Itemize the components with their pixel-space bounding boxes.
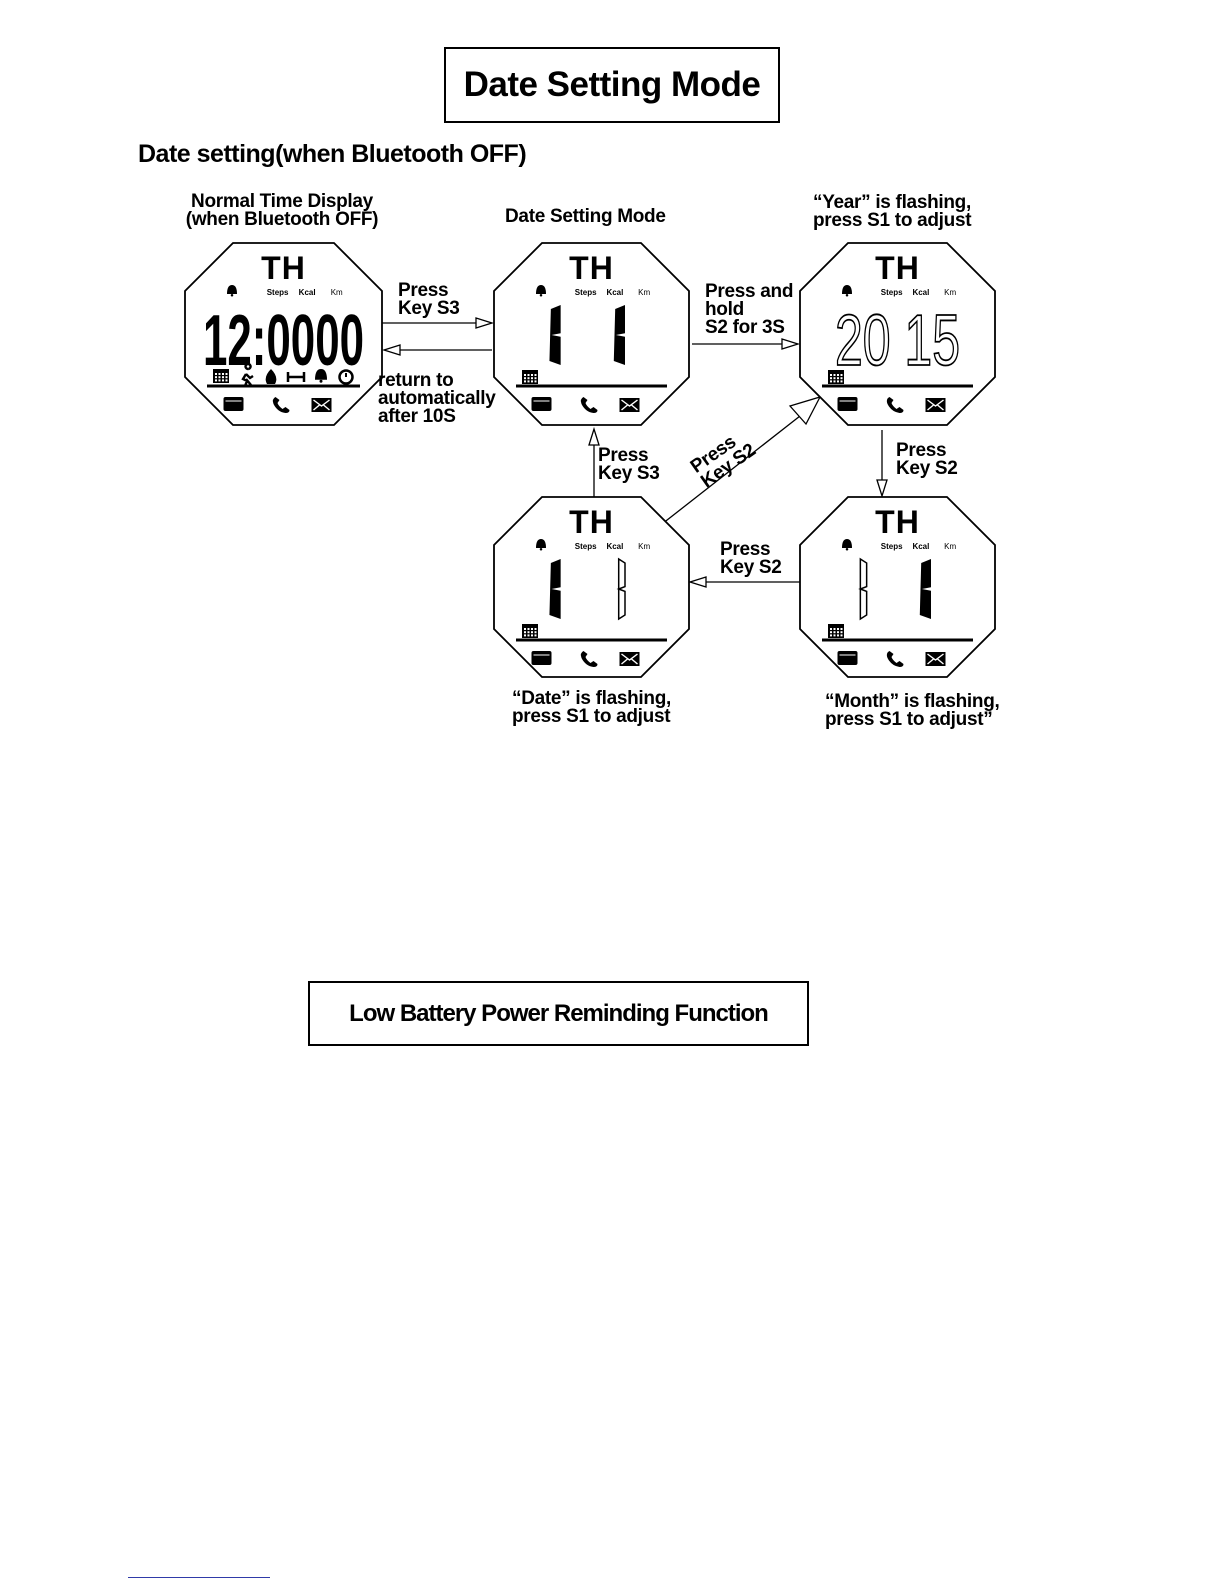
section-heading: Date setting(when Bluetooth OFF) <box>138 140 527 168</box>
low-battery-title-box: Low Battery Power Reminding Function <box>308 981 809 1046</box>
watch-brand: TH <box>875 250 920 286</box>
envelope-icon <box>311 398 332 412</box>
watch-brand: TH <box>569 504 614 540</box>
low-battery-title: Low Battery Power Reminding Function <box>349 999 769 1027</box>
km-label: Km <box>944 288 956 297</box>
steps-label: Steps <box>267 288 289 297</box>
arrowhead <box>788 395 822 426</box>
watch-digits: 1 1 <box>858 557 931 621</box>
envelope-icon <box>619 398 640 412</box>
bell-icon <box>842 285 852 297</box>
phone-icon <box>272 397 290 413</box>
steps-label: Steps <box>881 288 903 297</box>
km-label: Km <box>638 542 650 551</box>
run-icon <box>241 362 254 387</box>
arrowhead <box>588 426 600 446</box>
kcal-label: Kcal <box>606 288 623 297</box>
caption-month: “Month” is flashing,press S1 to adjust” <box>825 691 1000 730</box>
km-label: Km <box>331 288 343 297</box>
battery-icon <box>223 397 244 411</box>
envelope-icon <box>925 398 946 412</box>
bell-icon <box>227 285 237 297</box>
envelope-icon <box>925 652 946 666</box>
watch-date: TH Steps Kcal Km 1 1 <box>493 496 690 678</box>
battery-icon <box>837 651 858 665</box>
kcal-label: Kcal <box>606 542 623 551</box>
watch-normal: TH Steps Kcal Km 12:0000 <box>184 242 383 426</box>
bell-icon <box>315 369 327 383</box>
watch-digits: 12:0000 <box>203 301 364 381</box>
envelope-icon <box>619 652 640 666</box>
phone-icon <box>580 397 598 413</box>
footer-rule <box>128 1577 270 1578</box>
page-title-box: Date Setting Mode <box>444 47 780 123</box>
page-title: Date Setting Mode <box>463 65 761 104</box>
caption-normal: Normal Time Display(when Bluetooth OFF) <box>185 191 379 230</box>
watch-year: TH Steps Kcal Km 20 15 <box>799 242 996 426</box>
bell-icon <box>536 539 546 551</box>
calendar-icon <box>522 624 538 638</box>
watch-brand: TH <box>875 504 920 540</box>
calendar-icon <box>213 369 229 383</box>
bell-icon <box>315 369 327 383</box>
caption-setting: Date Setting Mode <box>505 206 666 227</box>
arrowhead <box>781 338 801 350</box>
km-label: Km <box>944 542 956 551</box>
calendar-icon <box>522 370 538 384</box>
battery-icon <box>531 651 552 665</box>
phone-icon <box>886 397 904 413</box>
timer-icon <box>338 369 354 385</box>
watch-month: TH Steps Kcal Km 1 1 <box>799 496 996 678</box>
kcal-label: Kcal <box>912 542 929 551</box>
flame-icon <box>265 369 277 384</box>
battery-icon <box>531 397 552 411</box>
watch-brand: TH <box>261 250 306 286</box>
svg-text:20 15: 20 15 <box>835 301 960 381</box>
calendar-icon <box>828 370 844 384</box>
km-label: Km <box>638 288 650 297</box>
svg-text:12:0000: 12:0000 <box>203 301 364 381</box>
watch-digits: 20 15 <box>834 300 961 382</box>
calendar-icon <box>828 624 844 638</box>
kcal-label: Kcal <box>912 288 929 297</box>
phone-icon <box>580 651 598 667</box>
arrowhead <box>475 317 495 329</box>
battery-icon <box>837 397 858 411</box>
steps-label: Steps <box>575 288 597 297</box>
kcal-label: Kcal <box>299 288 316 297</box>
arrowhead <box>381 344 401 356</box>
arrow-date-to-year <box>661 415 801 525</box>
watch-digits: 1 1 <box>549 557 626 621</box>
arrowhead <box>876 479 888 499</box>
phone-icon <box>886 651 904 667</box>
caption-year: “Year” is flashing,press S1 to adjust <box>813 192 972 231</box>
calendar-icon <box>213 369 229 383</box>
bell-icon <box>536 285 546 297</box>
watch-digits: 1 1 <box>549 305 625 365</box>
steps-label: Steps <box>881 542 903 551</box>
distance-icon <box>286 372 306 382</box>
steps-label: Steps <box>575 542 597 551</box>
watch-brand: TH <box>569 250 614 286</box>
watch-setting: TH Steps Kcal Km 1 1 <box>493 242 690 426</box>
caption-date: “Date” is flashing,press S1 to adjust <box>512 688 672 727</box>
bell-icon <box>842 539 852 551</box>
arrowhead <box>687 576 707 588</box>
